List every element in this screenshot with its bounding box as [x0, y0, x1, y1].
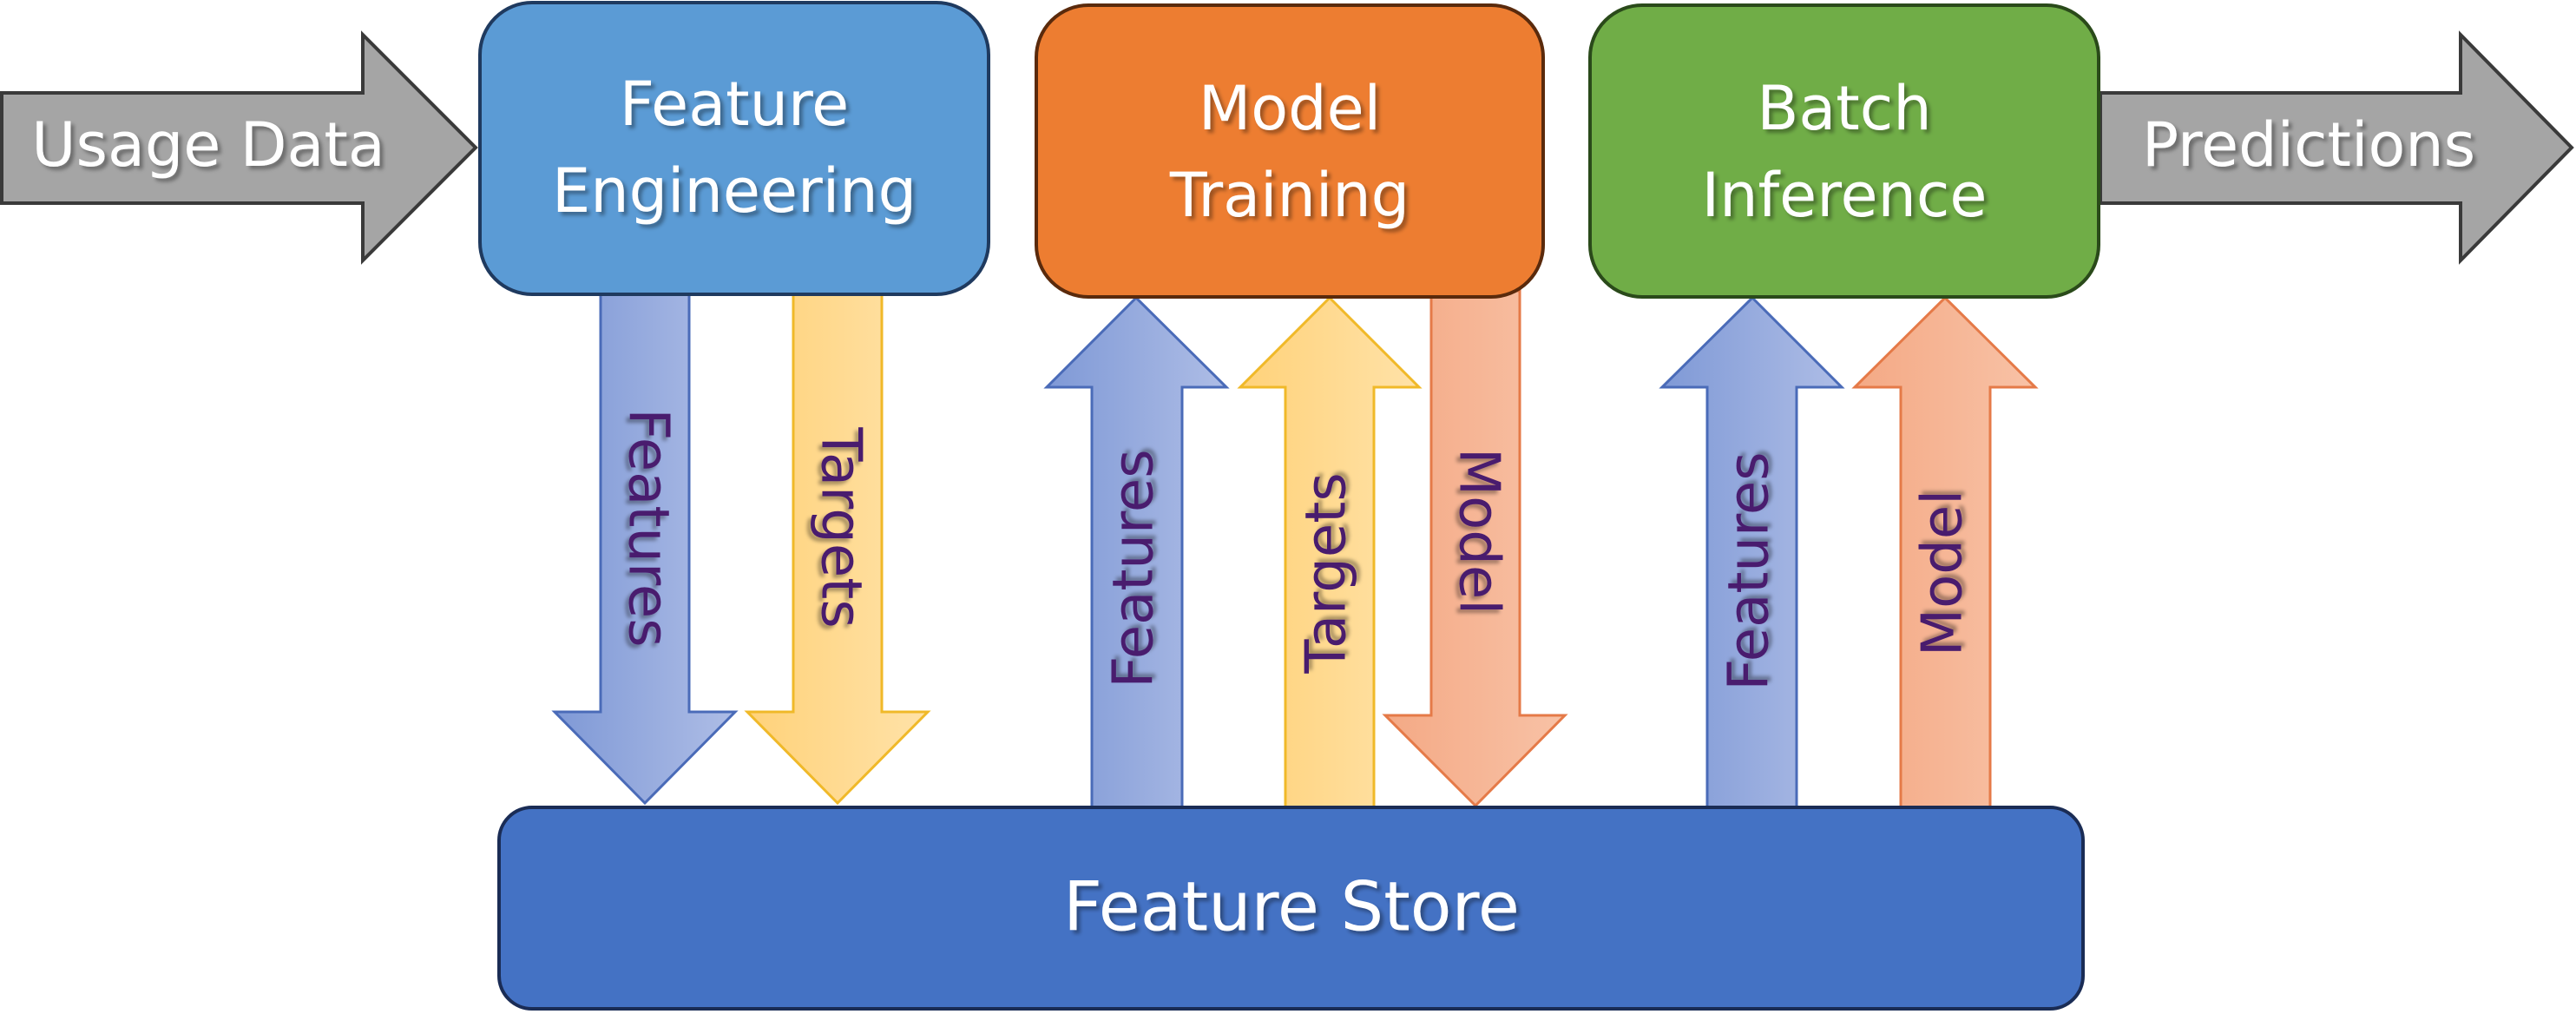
mt-features-label: Features [1102, 449, 1166, 688]
feature-engineering-title-line1: Feature [620, 69, 850, 140]
bi-features-arrow: Features [1659, 295, 1845, 809]
mt-model-arrow: Model [1382, 289, 1568, 808]
feature-engineering-title-line2: Engineering [552, 155, 917, 227]
bi-model-arrow: Model [1851, 295, 2039, 809]
predictions-arrow: Predictions [2099, 30, 2574, 265]
usage-data-arrow: Usage Data [0, 30, 478, 265]
usage-data-label: Usage Data [31, 109, 385, 181]
model-training-box: Model Training [1035, 3, 1545, 299]
bi-model-label: Model [1911, 490, 1975, 656]
feature-store-label: Feature Store [1063, 868, 1520, 946]
fe-targets-label: Targets [808, 426, 872, 628]
mt-features-arrow: Features [1043, 295, 1230, 809]
fe-features-label: Features [615, 408, 680, 647]
model-training-title-line1: Model [1199, 73, 1381, 144]
batch-inference-box: Batch Inference [1588, 3, 2100, 299]
bi-features-label: Features [1718, 451, 1782, 690]
mt-targets-label: Targets [1295, 472, 1359, 674]
predictions-label: Predictions [2142, 109, 2475, 181]
feature-store-box: Feature Store [497, 806, 2085, 1011]
mt-model-label: Model [1446, 448, 1510, 615]
batch-inference-title-line1: Batch [1757, 73, 1931, 144]
batch-inference-title-line2: Inference [1702, 160, 1988, 231]
fe-targets-arrow: Targets [744, 285, 931, 806]
model-training-title-line2: Training [1169, 160, 1410, 231]
mt-targets-arrow: Targets [1237, 295, 1423, 809]
fe-features-arrow: Features [551, 285, 739, 806]
feature-engineering-box: Feature Engineering [478, 1, 990, 296]
